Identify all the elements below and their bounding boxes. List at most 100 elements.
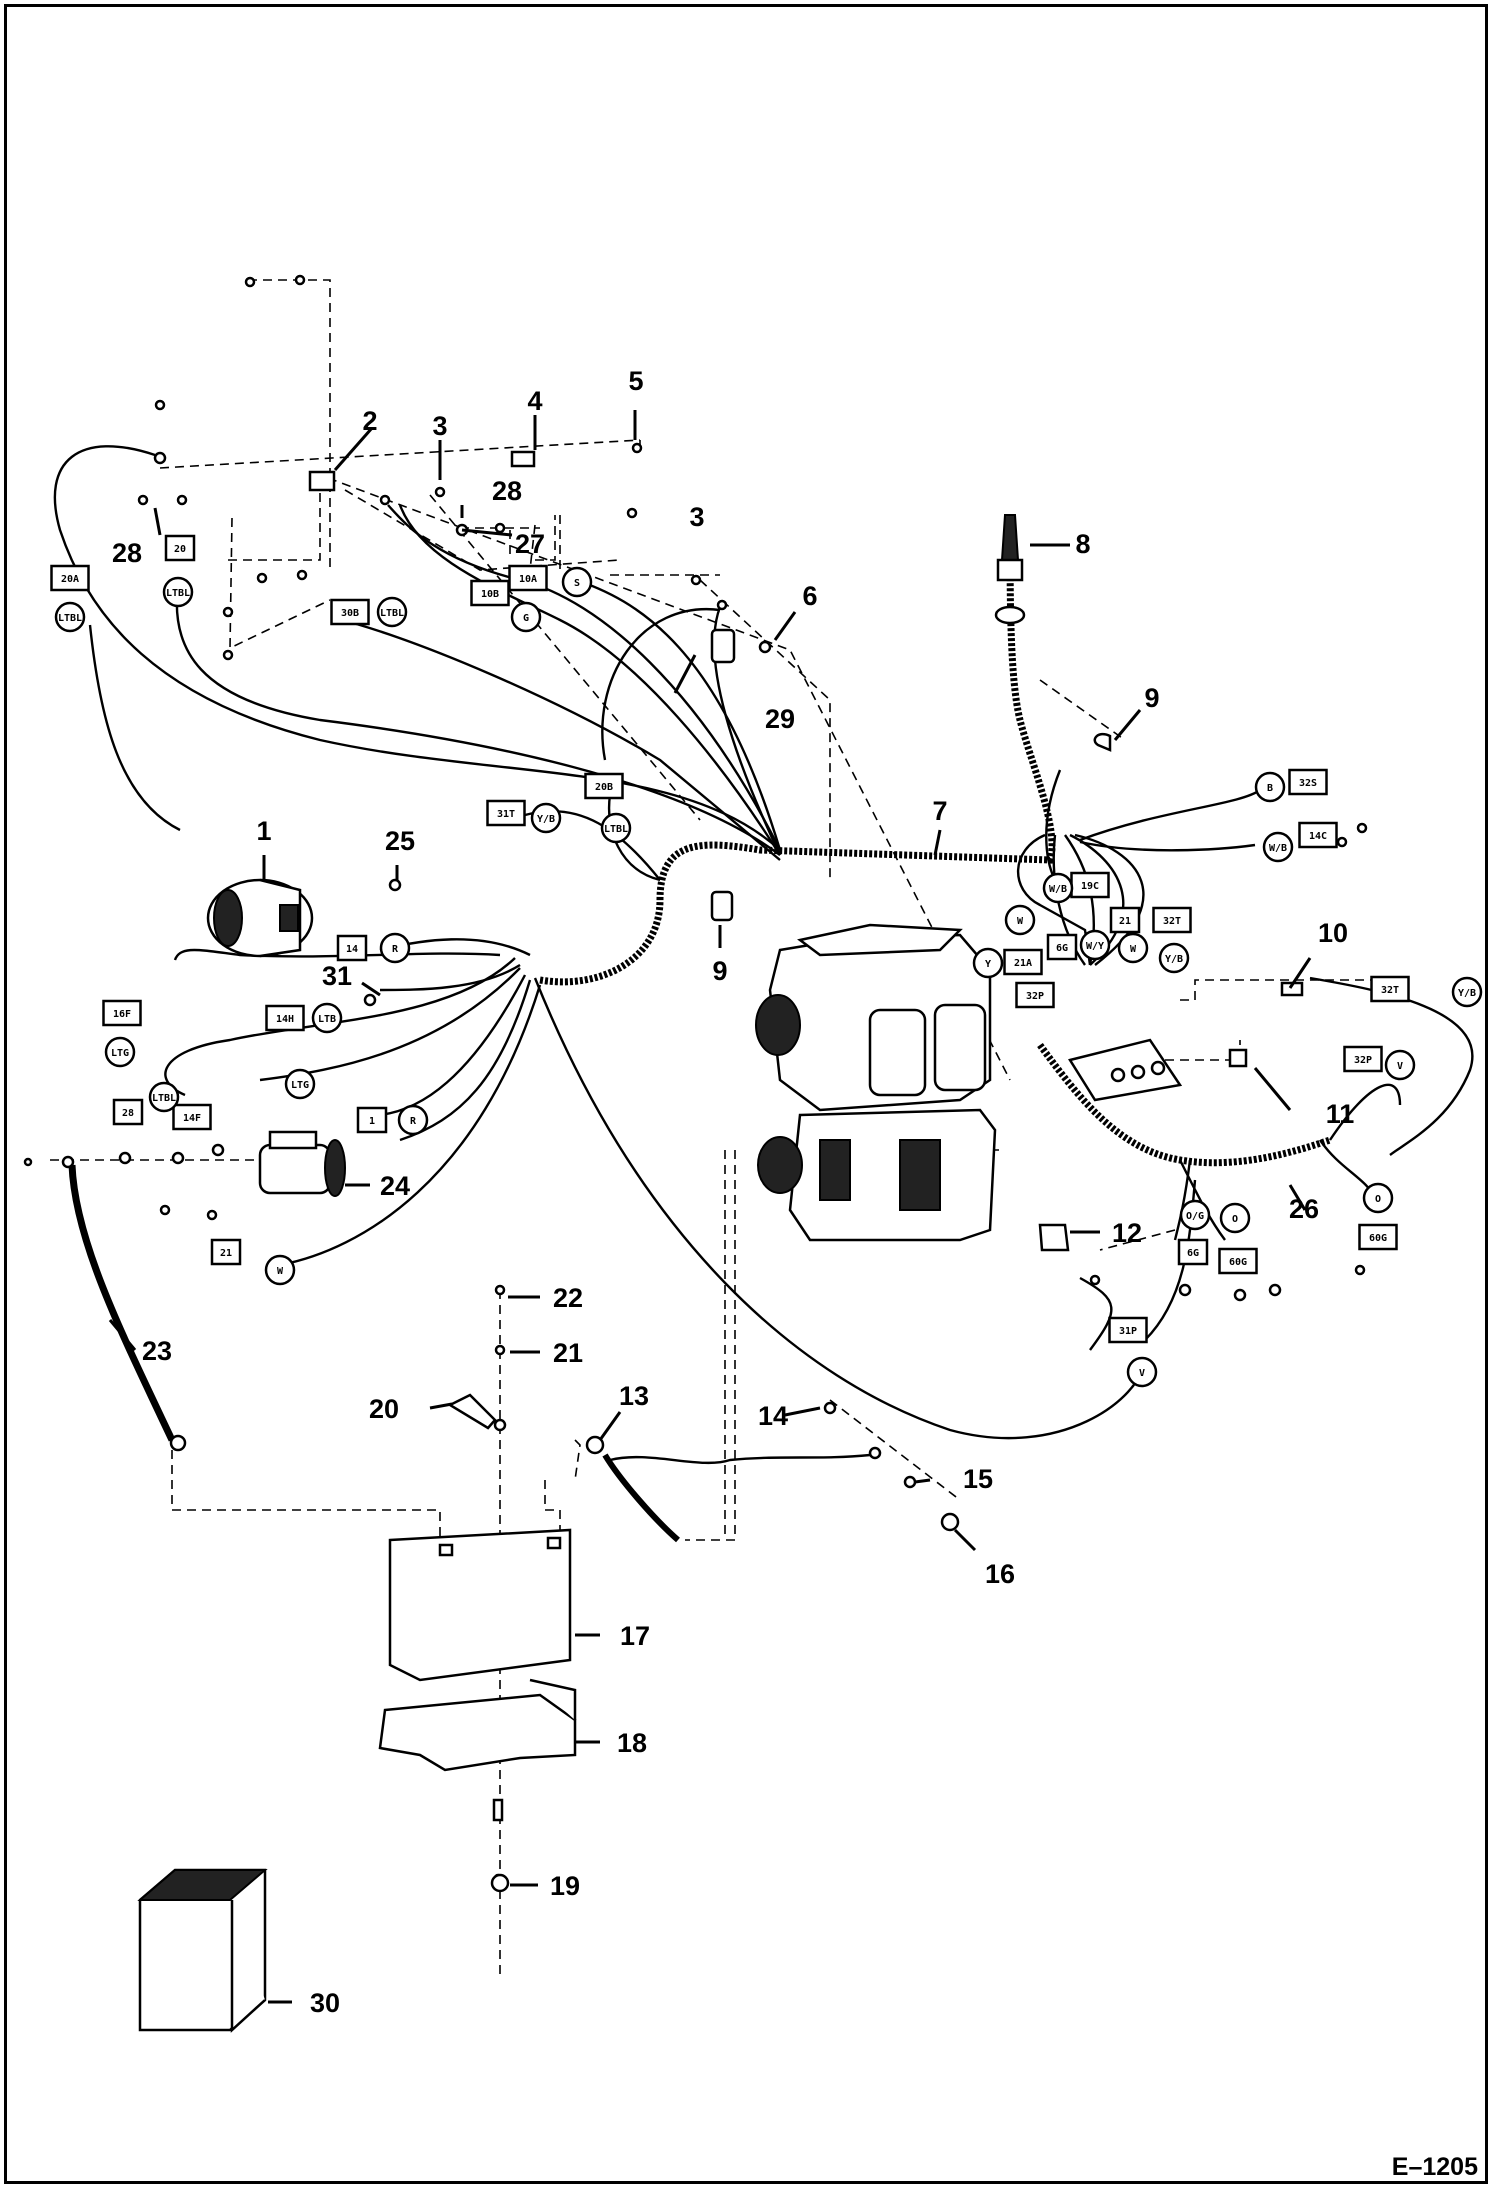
wire-tag-label: 20A (61, 574, 79, 585)
wire-number-tag: 30B (330, 598, 370, 626)
wire-color-tag: Y (972, 947, 1004, 979)
wire-tag-label: Y/B (537, 814, 555, 825)
callout-26: 26 (1289, 1194, 1319, 1224)
drawing-border (4, 4, 1488, 2184)
wire-tag-label: LTG (291, 1080, 309, 1091)
battery-hold-down-plate (378, 1678, 577, 1772)
wire-tag-label: 21 (1119, 916, 1131, 927)
wire-tag-label: R (410, 1116, 417, 1127)
wire-color-tag: LTG (104, 1036, 136, 1068)
wire-tag-label: 32T (1163, 916, 1181, 927)
wire-tag-label: LTBL (604, 824, 628, 835)
wire-color-tag: Y/B (1451, 976, 1483, 1008)
wire-tag-label: 32P (1026, 991, 1044, 1002)
callout-10: 10 (1318, 918, 1348, 948)
wire-color-tag: S (561, 566, 593, 598)
wire-tag-label: 60G (1369, 1233, 1387, 1244)
wire-tag-label: R (392, 944, 399, 955)
spare-battery-box (137, 1868, 268, 2033)
wire-number-tag: 21 (1109, 906, 1141, 934)
alternator (206, 878, 314, 958)
assembly-guide-lines (50, 279, 1375, 1980)
callout-25: 25 (385, 826, 415, 856)
harness-connector-8 (994, 514, 1026, 625)
callout-3: 3 (689, 502, 704, 532)
figure-code: E–1205 (1392, 2153, 1478, 2181)
wire-tag-label: LTG (111, 1048, 129, 1059)
callout-20: 20 (369, 1394, 399, 1424)
wire-tag-label: 19C (1081, 881, 1099, 892)
wire-tag-label: O (1232, 1214, 1238, 1225)
wire-color-tag: LTBL (162, 576, 194, 608)
wire-tag-label: 14F (183, 1113, 201, 1124)
callout-24: 24 (380, 1171, 410, 1201)
wire-number-tag: 20 (164, 534, 196, 562)
callout-4: 4 (527, 386, 542, 416)
wire-tag-label: W/B (1269, 843, 1287, 854)
wire-tag-label: W (277, 1266, 284, 1277)
starter-motor (258, 1130, 346, 1197)
wire-tag-label: 14 (346, 944, 358, 955)
wire-tag-label: O (1375, 1194, 1381, 1205)
wire-color-tag: LTBL (148, 1081, 180, 1113)
callout-7: 7 (932, 796, 947, 826)
wire-color-tag: LTBL (54, 601, 86, 633)
wire-color-tag: LTB (311, 1002, 343, 1034)
wire-tag-label: Y (985, 959, 991, 970)
wire-color-tag: Y/B (1158, 942, 1190, 974)
engine-assembly (755, 923, 997, 1242)
wire-number-tag: 19C (1070, 871, 1110, 899)
wire-tag-label: 20 (174, 544, 186, 555)
wire-color-tag: V (1384, 1049, 1416, 1081)
wire-color-tag: R (379, 932, 411, 964)
small-hardware (23, 274, 1368, 1893)
wire-tag-label: S (574, 578, 580, 589)
sensor-10-11 (1228, 981, 1304, 1068)
callout-1: 1 (256, 816, 271, 846)
wire-number-tag: 32P (1015, 981, 1055, 1009)
callout-5: 5 (628, 366, 643, 396)
callout-9: 9 (712, 956, 727, 986)
wire-number-tag: 32S (1288, 768, 1328, 796)
wire-number-tag: 6G (1177, 1238, 1209, 1266)
callout-9: 9 (1144, 683, 1159, 713)
callout-27: 27 (515, 529, 545, 559)
wire-color-tag: W (264, 1254, 296, 1286)
wire-tag-label: G (523, 613, 529, 624)
callout-11: 11 (1326, 1099, 1355, 1129)
wire-number-tag: 31P (1108, 1316, 1148, 1344)
wire-tag-label: B (1267, 783, 1273, 794)
wire-tag-label: 32S (1299, 778, 1317, 789)
harness-main (539, 519, 1332, 1167)
callout-18: 18 (617, 1728, 647, 1758)
wire-number-tag: 60G (1358, 1223, 1398, 1251)
wire-number-tag: 21 (210, 1238, 242, 1266)
wire-color-tag: R (397, 1104, 429, 1136)
callout-8: 8 (1075, 529, 1090, 559)
wire-tag-label: 31T (497, 809, 515, 820)
wire-color-tag: Y/B (530, 802, 562, 834)
leader-lines (108, 410, 1312, 2004)
callout-30: 30 (310, 1988, 340, 2018)
battery (388, 1528, 572, 1682)
wire-tag-label: W/B (1049, 884, 1067, 895)
wire-tag-label: V (1139, 1368, 1145, 1379)
wire-color-tag: G (510, 601, 542, 633)
callout-19: 19 (550, 1871, 580, 1901)
wire-color-tag: O (1362, 1182, 1394, 1214)
wire-color-tag: LTG (284, 1068, 316, 1100)
wire-tag-label: 10B (481, 589, 499, 600)
callout-15: 15 (963, 1464, 993, 1494)
callout-31: 31 (322, 961, 352, 991)
callout-17: 17 (620, 1621, 650, 1651)
wire-number-tag: 16F (102, 999, 142, 1027)
wire-number-tag: 14 (336, 934, 368, 962)
wires (53, 445, 1474, 1465)
wire-number-tag: 10A (508, 564, 548, 592)
callout-6: 6 (802, 581, 817, 611)
wire-number-tag: 1 (356, 1106, 388, 1134)
wire-tag-label: V (1397, 1061, 1403, 1072)
wire-tag-label: 1 (369, 1116, 375, 1127)
wire-number-tag: 14F (172, 1103, 212, 1131)
